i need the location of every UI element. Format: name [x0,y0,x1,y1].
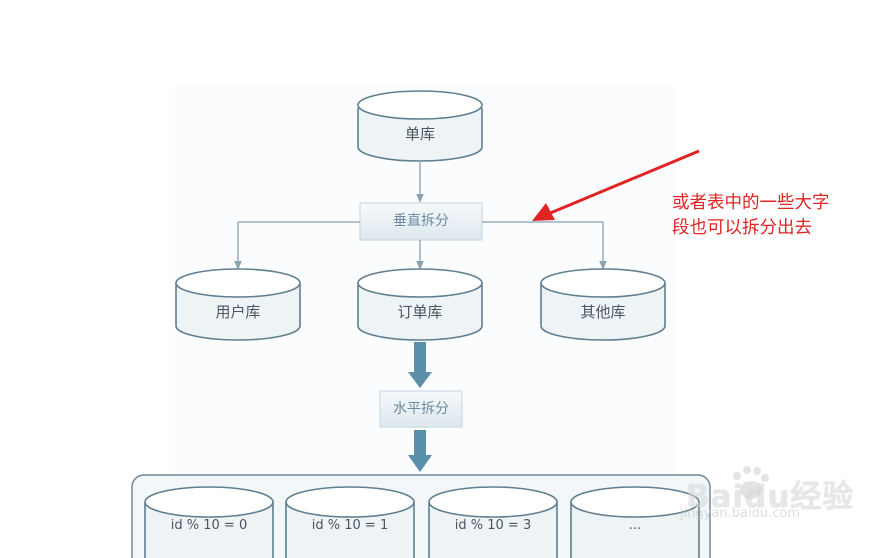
single-db-label: 单库 [404,125,435,143]
shard-cylinder-3 [428,486,558,558]
shard-label-1: id % 10 = 1 [311,518,389,533]
shard-cylinder-more [570,486,700,558]
big-arrow-down-2 [408,430,432,472]
annotation-line-2: 段也可以拆分出去 [672,218,812,238]
horizontal-split-box [379,390,463,428]
horizontal-split-label: 水平拆分 [393,401,449,417]
shard-label-0: id % 10 = 0 [170,518,248,533]
shard-label-3: id % 10 = 3 [454,518,532,533]
baidu-paw-icon [733,466,769,499]
vertical-split-box [359,202,483,241]
user-db-label: 用户库 [215,303,261,321]
shard-container [131,474,711,558]
other-db-label: 其他库 [580,303,626,321]
shard-label-more: ... [628,518,642,533]
vertical-split-branches [234,221,607,270]
big-arrow-down-1 [408,342,432,388]
watermark-site: jingyan.baidu.com [680,506,800,521]
annotation-arrow [532,149,700,221]
order-db-cylinder [357,268,483,341]
annotation-text: 或者表中的一些大字 段也可以拆分出去 [672,191,872,241]
vertical-split-label: 垂直拆分 [393,213,449,229]
other-db-cylinder [540,268,666,341]
annotation-line-1: 或者表中的一些大字 [672,193,830,213]
user-db-cylinder [175,268,301,341]
shard-cylinder-1 [285,486,415,558]
watermark: Baidu经验 jingyan.baidu.com [672,463,872,533]
shard-cylinder-0 [144,486,274,558]
watermark-brand: Baidu经验 [686,479,855,515]
order-db-label: 订单库 [397,303,443,321]
